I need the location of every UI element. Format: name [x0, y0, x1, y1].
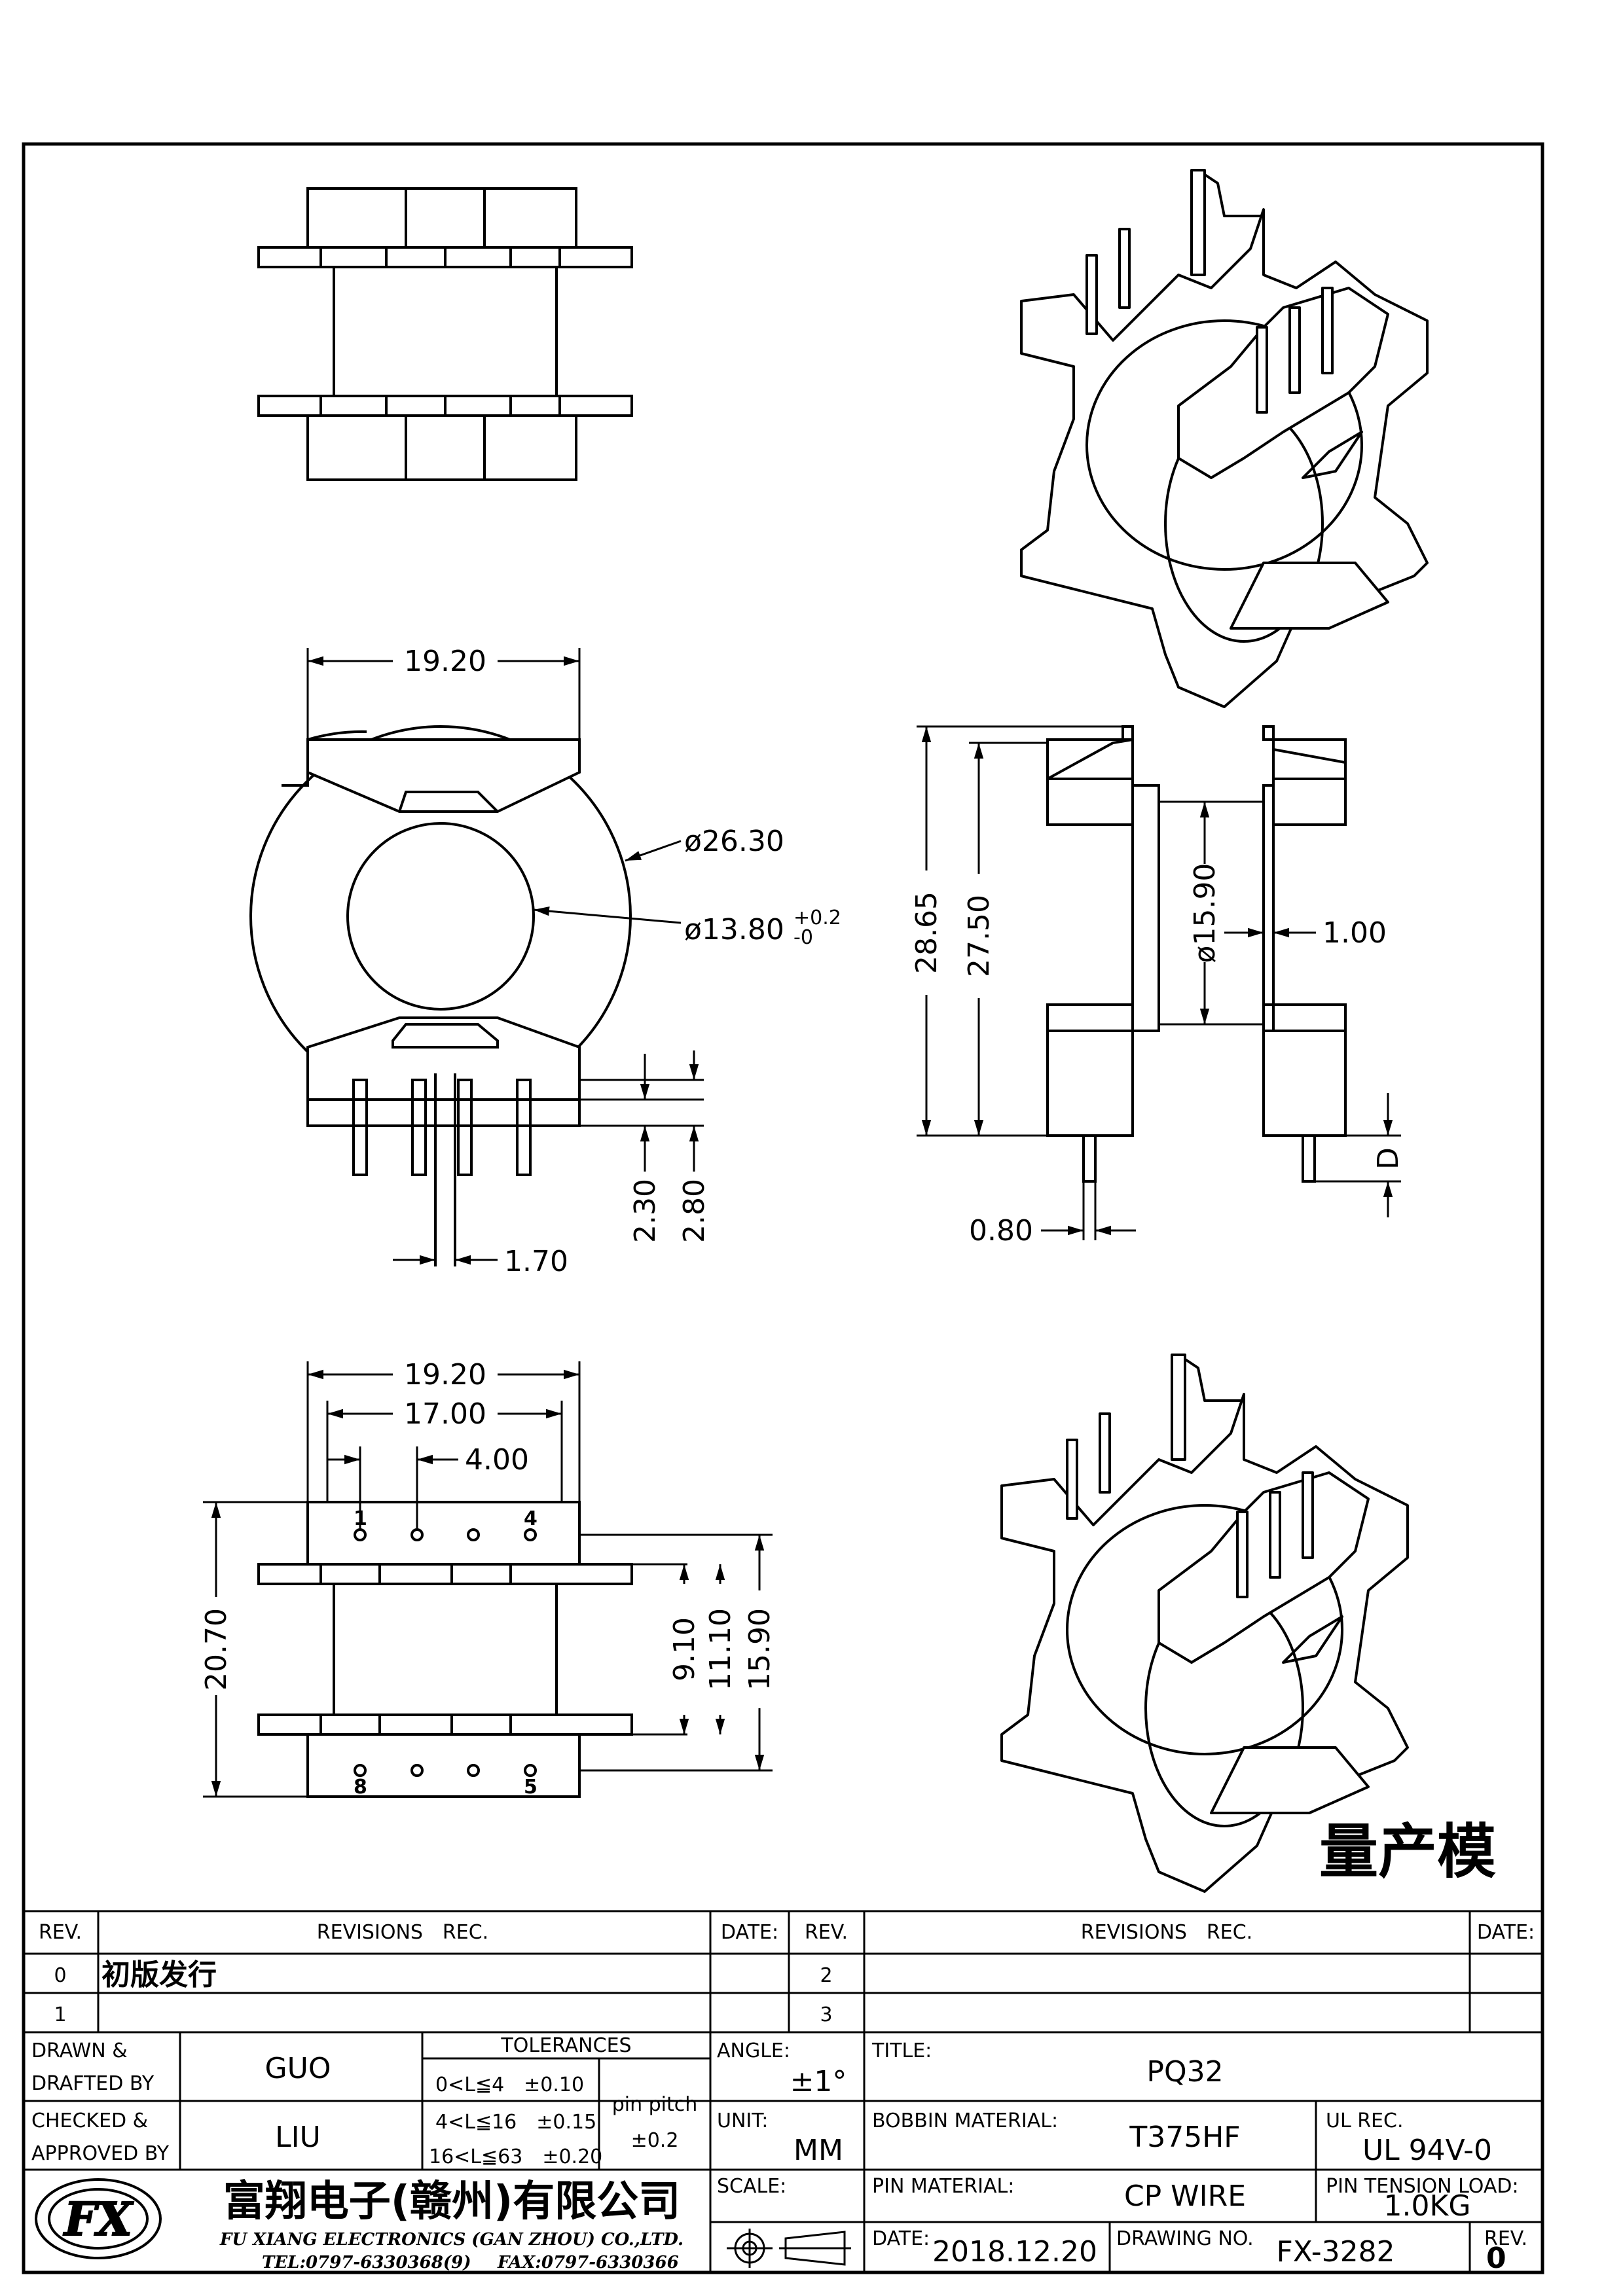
rev-row-3: 3 — [820, 2003, 832, 2026]
dim-bottom-width: 19.20 — [404, 1358, 486, 1391]
dim-total-depth: 20.70 — [200, 1608, 233, 1691]
dim-pin-len-a: 2.30 — [629, 1179, 662, 1243]
stamp-text: 量产模 — [1319, 1818, 1496, 1886]
dim-inner-b: 11.10 — [704, 1608, 737, 1691]
rev-value: 0 — [1486, 2242, 1506, 2275]
bobbin-label: BOBBIN MATERIAL: — [872, 2109, 1058, 2132]
tol-row-2: 4<L≦16 ±0.15 — [435, 2111, 596, 2134]
tol-row-1: 0<L≦4 ±0.10 — [435, 2073, 584, 2096]
dim-pin-len-b: 2.80 — [678, 1179, 711, 1243]
title-block — [24, 1910, 1542, 2272]
pin-material-value: CP WIRE — [1124, 2179, 1246, 2213]
rev-row-0-text: 初版发行 — [101, 1958, 217, 1992]
ul-value: UL 94V-0 — [1362, 2134, 1492, 2167]
dim-inner-a: 9.10 — [668, 1617, 701, 1681]
isometric-view-top — [1020, 169, 1429, 708]
dim-pin-offset: 1.70 — [504, 1245, 568, 1278]
bottom-view: 19.20 17.00 4.00 20.70 9.10 11.10 15.90 … — [200, 1358, 776, 1799]
rev-header-left: REV. — [39, 1921, 82, 1944]
rev-label: REV. — [1484, 2227, 1527, 2250]
rec-header-right: REVISIONS REC. — [1081, 1921, 1252, 1944]
checked-label-1: CHECKED & — [31, 2109, 148, 2132]
date-value: 2018.12.20 — [932, 2235, 1097, 2269]
side-view-top — [257, 187, 633, 481]
rev-row-0: 0 — [54, 1964, 66, 1987]
company-logo-text: FX — [63, 2192, 134, 2246]
pin-number-4: 4 — [524, 1507, 538, 1530]
dim-height-a: 28.65 — [910, 891, 943, 974]
rev-row-1: 1 — [54, 2003, 66, 2026]
front-view: 19.20 ø26.30 ø13.80 +0.2 -0 2.30 2.80 1.… — [249, 645, 841, 1278]
tension-label: PIN TENSION LOAD: — [1326, 2175, 1519, 2198]
drawing-no-value: FX-3282 — [1276, 2235, 1395, 2269]
angle-label: ANGLE: — [717, 2039, 790, 2062]
drawn-label-1: DRAWN & — [31, 2039, 128, 2062]
pin-number-8: 8 — [354, 1776, 367, 1799]
dim-pin-span: 17.00 — [404, 1397, 486, 1431]
title-label: TITLE: — [871, 2039, 932, 2062]
pin-material-label: PIN MATERIAL: — [872, 2175, 1014, 2198]
dim-inner-c: 15.90 — [743, 1608, 776, 1691]
dim-inner-dia: ø13.80 — [684, 913, 784, 946]
unit-value: MM — [793, 2134, 843, 2167]
company-fax: FAX:0797-6330366 — [497, 2253, 679, 2272]
pin-pitch-tol: ±0.2 — [631, 2129, 679, 2152]
company-name-cn: 富翔电子(赣州)有限公司 — [223, 2178, 681, 2226]
date-label: DATE: — [872, 2227, 930, 2250]
company-tel: TEL:0797-6330368(9) — [262, 2253, 471, 2272]
dim-inner-tol-plus: +0.2 — [793, 906, 841, 929]
ul-label: UL REC. — [1326, 2109, 1404, 2132]
pin-number-5: 5 — [524, 1776, 538, 1799]
sheet-border — [22, 142, 1544, 2274]
title-value: PQ32 — [1146, 2055, 1223, 2089]
rec-header-left: REVISIONS REC. — [317, 1921, 488, 1944]
projection-symbol-icon — [727, 2229, 851, 2268]
checked-label-2: APPROVED BY — [31, 2142, 170, 2165]
dim-top-width: 19.20 — [404, 645, 486, 678]
dim-outer-dia: ø26.30 — [684, 825, 784, 858]
date-header-right: DATE: — [1477, 1921, 1535, 1944]
drawn-by: GUO — [265, 2052, 331, 2085]
dim-d-label: D — [1372, 1147, 1405, 1170]
dim-wall: 1.00 — [1322, 916, 1387, 950]
company-logo-icon — [35, 2178, 162, 2259]
isometric-view-bottom — [1000, 1354, 1409, 1893]
section-view: 28.65 27.50 ø15.90 1.00 D 0.80 — [910, 725, 1405, 1247]
dim-inner-tol-minus: -0 — [793, 926, 813, 949]
dim-pin-dia: 0.80 — [969, 1214, 1033, 1247]
drawing-no-label: DRAWING NO. — [1116, 2227, 1254, 2250]
company-name-en: FU XIANG ELECTRONICS (GAN ZHOU) CO.,LTD. — [219, 2230, 684, 2250]
dim-pin-pitch: 4.00 — [465, 1443, 529, 1477]
angle-value: ±1° — [790, 2065, 847, 2098]
dim-bore-dia: ø15.90 — [1188, 863, 1222, 963]
pin-number-1: 1 — [354, 1507, 367, 1530]
drawn-label-2: DRAFTED BY — [31, 2072, 155, 2095]
tol-header: TOLERANCES — [500, 2034, 631, 2057]
tension-value: 1.0KG — [1384, 2189, 1471, 2223]
unit-label: UNIT: — [717, 2109, 768, 2132]
scale-label: SCALE: — [717, 2175, 786, 2198]
checked-by: LIU — [275, 2121, 321, 2154]
dim-height-b: 27.50 — [962, 895, 996, 977]
rev-header-right: REV. — [805, 1921, 848, 1944]
tol-row-3: 16<L≦63 ±0.20 — [429, 2145, 602, 2168]
pin-pitch-label: pin pitch — [612, 2093, 698, 2116]
rev-row-2: 2 — [820, 1964, 832, 1987]
date-header-left: DATE: — [721, 1921, 778, 1944]
bobbin-value: T375HF — [1129, 2121, 1240, 2154]
